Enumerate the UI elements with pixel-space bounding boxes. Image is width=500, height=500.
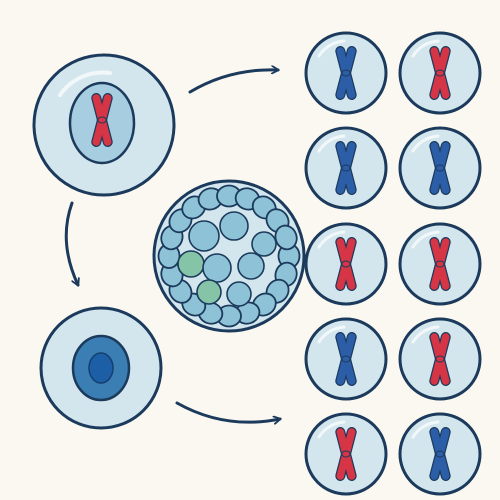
daughter-cell [304, 222, 388, 306]
chromosome-icon [429, 237, 451, 291]
daughter-cell [398, 222, 482, 306]
cluster-cell [251, 231, 277, 257]
cell-cluster-icon [152, 179, 306, 333]
nucleated-cell [39, 306, 163, 430]
daughter-cell [304, 317, 388, 401]
cluster-cell [219, 211, 249, 241]
arrow-nucleated-cell-to-daughters [175, 401, 280, 422]
cluster-cell [177, 250, 205, 278]
cluster-cell [202, 253, 232, 283]
cluster-cell [237, 252, 265, 280]
chromosome-icon [91, 93, 113, 147]
chromosome-icon [429, 427, 451, 481]
chromosome-icon [335, 141, 357, 195]
chromosome-icon [335, 46, 357, 100]
cluster-cell [188, 220, 220, 252]
nucleolus-icon [88, 352, 114, 384]
parent-cell [32, 53, 176, 197]
chromosome-icon [429, 332, 451, 386]
daughter-cell [398, 31, 482, 115]
daughter-cell [304, 31, 388, 115]
cluster-cell [196, 279, 222, 305]
cluster-cell [226, 281, 252, 307]
arrow-parent-to-daughters [188, 70, 278, 94]
chromosome-icon [335, 427, 357, 481]
daughter-cell [304, 412, 388, 496]
arrow-parent-to-nucleated-cell [64, 201, 78, 285]
daughter-cell [304, 126, 388, 210]
chromosome-icon [335, 332, 357, 386]
daughter-cell [398, 317, 482, 401]
chromosome-icon [335, 237, 357, 291]
parent-chromosome-icon [91, 93, 113, 147]
chromosome-icon [429, 46, 451, 100]
chromosome-icon [429, 141, 451, 195]
daughter-cells-grid [304, 31, 482, 496]
daughter-cell [398, 412, 482, 496]
daughter-cell [398, 126, 482, 210]
